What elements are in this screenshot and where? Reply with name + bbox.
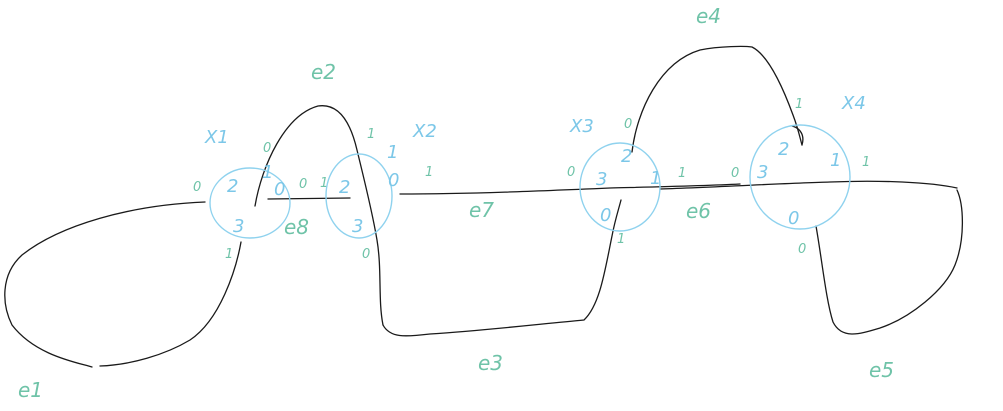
edge-e4-hook — [791, 125, 804, 146]
x4-port-0: 0 — [788, 208, 799, 229]
node-x1-label: X1 — [204, 127, 229, 148]
x1-port-3: 3 — [233, 216, 244, 237]
x1-port-0: 0 — [274, 179, 285, 200]
end-label-e4a: 0 — [624, 117, 632, 132]
x3-port-1: 1 — [650, 168, 661, 189]
edge-label-e3: e3 — [478, 351, 503, 375]
edge-e2 — [254, 105, 384, 326]
node-x2-label: X2 — [412, 121, 437, 142]
node-x1-circle — [209, 167, 291, 239]
x2-port-3: 3 — [352, 216, 363, 237]
x4-port-1: 1 — [830, 150, 841, 171]
edge-e6 — [659, 180, 958, 190]
end-label-e2a: 0 — [263, 141, 271, 156]
x3-port-2: 2 — [621, 146, 632, 167]
edge-e3 — [382, 199, 622, 337]
x1-port-2: 2 — [227, 176, 238, 197]
edge-e5 — [815, 189, 963, 335]
edge-label-e2: e2 — [311, 60, 336, 84]
x2-port-0: 0 — [388, 170, 399, 191]
node-x4-circle — [749, 124, 851, 230]
x3-port-3: 3 — [596, 169, 607, 190]
edge-label-e5: e5 — [869, 358, 894, 382]
edge-label-e6: e6 — [686, 199, 711, 223]
end-label-x3-left: 0 — [567, 165, 575, 180]
node-x2-circle — [325, 153, 393, 239]
edge-label-e4: e4 — [696, 4, 721, 28]
edge-e7 — [399, 183, 741, 195]
end-label-e3a: 0 — [362, 247, 370, 262]
x2-port-1: 1 — [387, 142, 398, 163]
end-label-x1-left: 0 — [193, 180, 201, 195]
node-x4-label: X4 — [841, 93, 866, 114]
edge-e8 — [267, 197, 351, 200]
node-x3-circle — [579, 142, 661, 232]
end-label-e4b: 1 — [795, 97, 803, 112]
x4-port-2: 2 — [778, 139, 789, 160]
end-label-e5a: 0 — [798, 242, 806, 257]
end-label-e2b: 1 — [367, 127, 375, 142]
end-label-e6a: 1 — [678, 166, 686, 181]
edge-label-e7: e7 — [469, 198, 494, 222]
x4-port-3: 3 — [757, 162, 768, 183]
edge-e1 — [4, 201, 206, 368]
end-label-e8b: 1 — [320, 176, 328, 191]
edge-e1-tail — [99, 241, 242, 367]
edge-label-e8: e8 — [284, 215, 309, 239]
end-label-e6b: 0 — [731, 166, 739, 181]
end-label-e1-end: 1 — [225, 247, 233, 262]
x3-port-0: 0 — [600, 205, 611, 226]
end-label-x4-right: 1 — [862, 155, 870, 170]
x2-port-2: 2 — [339, 177, 350, 198]
end-label-e8a: 0 — [299, 177, 307, 192]
node-x3-label: X3 — [569, 116, 594, 137]
x1-port-1: 1 — [262, 162, 273, 183]
edge-label-e1: e1 — [18, 378, 43, 402]
end-label-e7a: 1 — [425, 165, 433, 180]
end-label-e3b: 1 — [617, 232, 625, 247]
edge-e4 — [631, 45, 803, 153]
